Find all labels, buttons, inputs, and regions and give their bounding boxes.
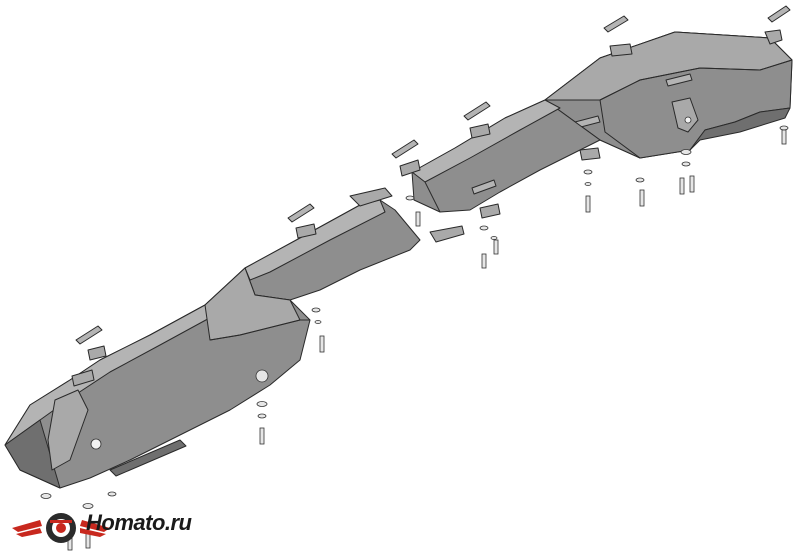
brand-wordmark: Homato.ru <box>86 510 192 535</box>
rear-skid-plate <box>544 29 793 161</box>
transmission-skid-plate <box>244 187 465 301</box>
front-skid-plate <box>4 267 311 489</box>
mounting-strips <box>75 5 791 345</box>
fastener-hardware <box>40 125 789 551</box>
winged-wheel-logo-icon <box>12 513 110 543</box>
middle-skid-plate <box>399 99 601 219</box>
